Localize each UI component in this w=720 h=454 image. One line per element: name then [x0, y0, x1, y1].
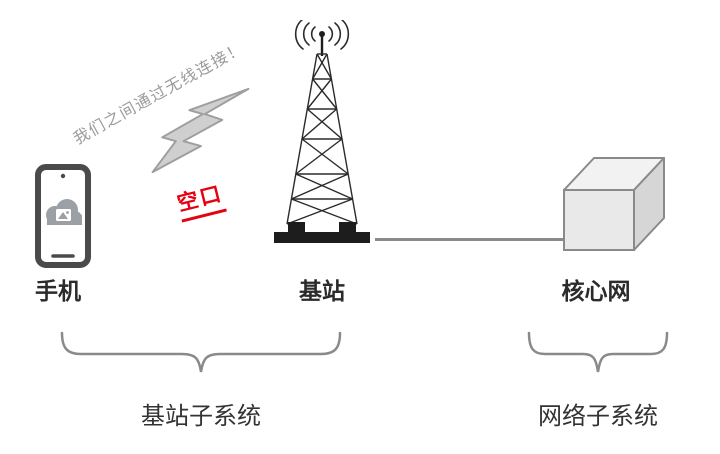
nss-brace — [527, 330, 669, 376]
phone-icon — [34, 163, 92, 269]
core-network-label: 核心网 — [561, 278, 631, 304]
bss-brace — [60, 330, 342, 376]
backhaul-connector-line — [375, 238, 565, 241]
nss-group-label: 网络子系统 — [538, 403, 658, 430]
cloud-photo-glyph — [46, 199, 82, 225]
base-station-label: 基站 — [299, 278, 345, 304]
base-station-tower-icon — [262, 20, 382, 260]
core-network-cube-icon — [558, 152, 670, 256]
signal-waves-icon — [294, 20, 350, 50]
air-interface-label: 空口 — [173, 177, 227, 223]
phone-label: 手机 — [35, 278, 81, 304]
lightning-icon — [145, 85, 255, 177]
bss-group-label: 基站子系统 — [141, 403, 261, 430]
